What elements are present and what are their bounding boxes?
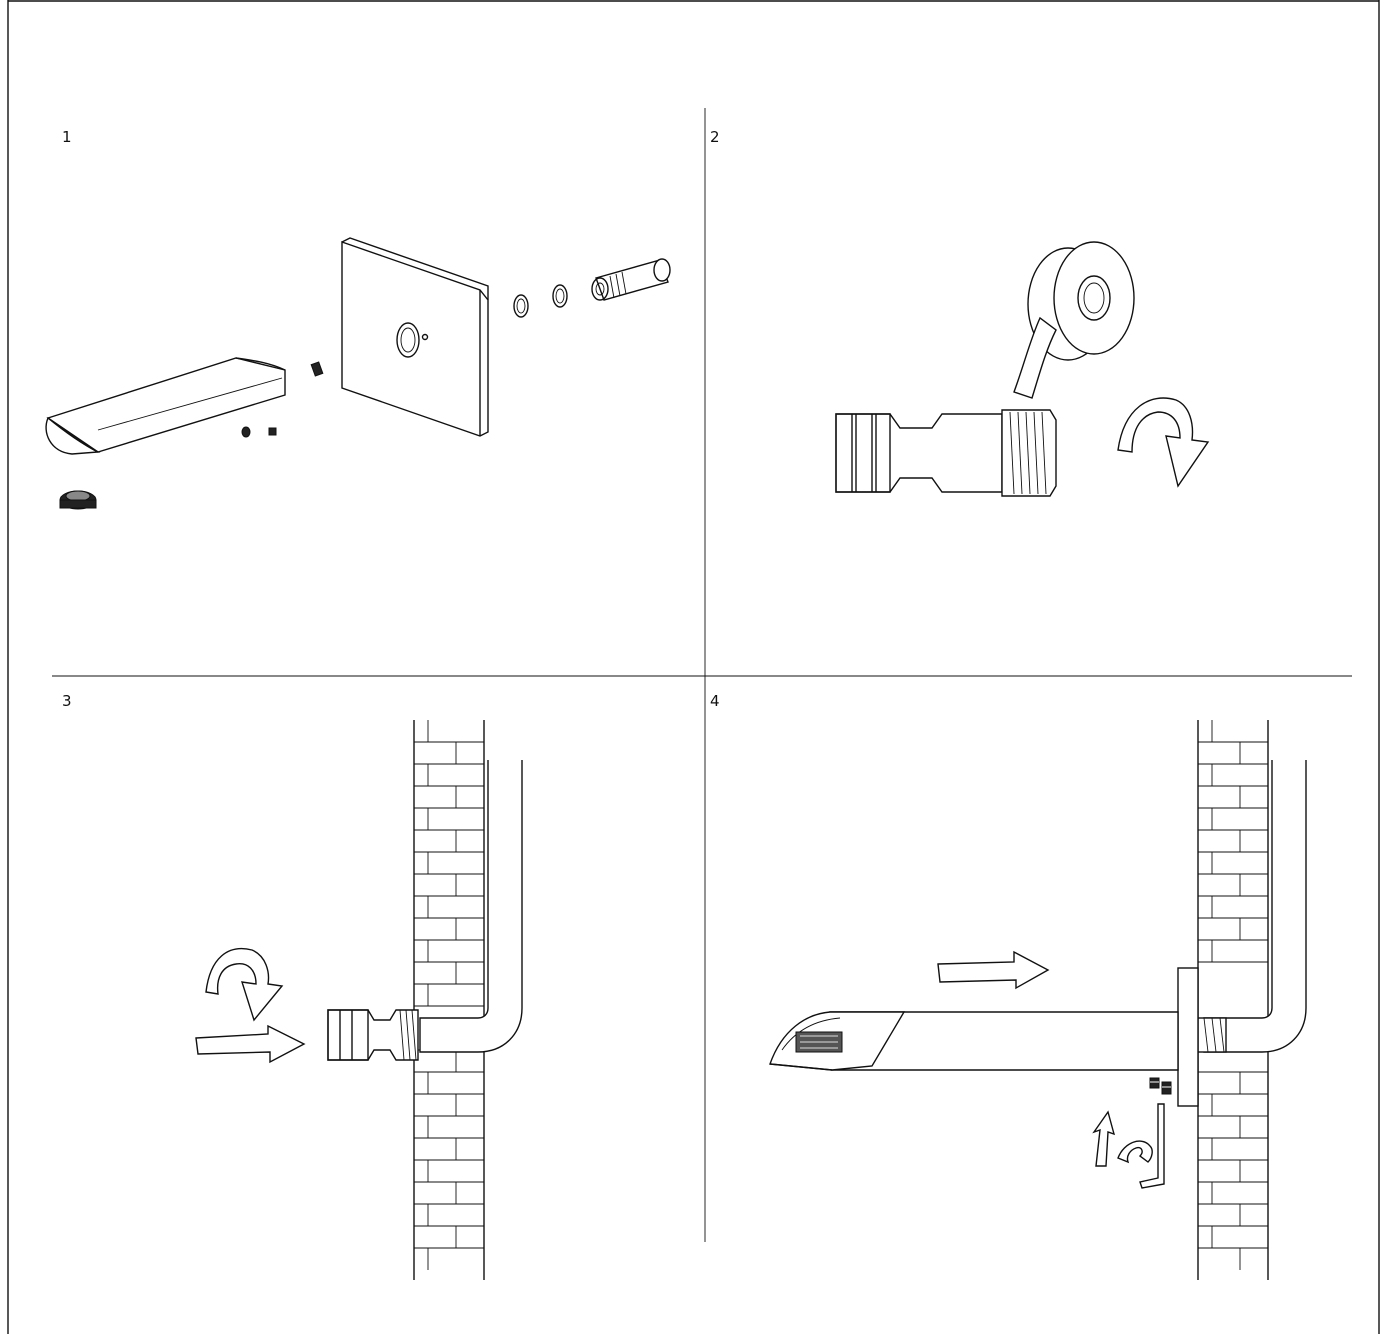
grub-screw (310, 361, 324, 377)
supply-pipe (419, 760, 523, 1053)
rotate-arrow (1117, 1140, 1153, 1164)
rotate-arrow (205, 948, 284, 1022)
brick-wall (1197, 720, 1269, 1280)
threaded-adapter (591, 258, 671, 301)
grub-screw (241, 426, 251, 438)
step-1-exploded-view (45, 237, 671, 510)
tighten-arrow (1092, 1110, 1116, 1167)
step-4-fit-spout (769, 720, 1307, 1280)
adapter (327, 1009, 419, 1061)
o-ring (552, 284, 568, 308)
spout (769, 1011, 1179, 1071)
step-2-tape-wrap (835, 241, 1210, 497)
aerator (59, 490, 97, 510)
wall-plate (341, 237, 489, 437)
step-4-number: 4 (710, 692, 720, 710)
grub-screws (1149, 1077, 1172, 1095)
push-arrow (937, 950, 1050, 990)
wall-plate (1177, 967, 1199, 1107)
o-ring (513, 294, 529, 318)
frame (7, 0, 1380, 1334)
step-3-number: 3 (62, 692, 72, 710)
grub-screw (268, 427, 277, 436)
rotate-arrow (1117, 397, 1210, 488)
supply-pipe (1203, 760, 1307, 1053)
brick-wall (413, 720, 485, 1280)
allen-key (1139, 1103, 1165, 1189)
ptfe-tape-roll (1013, 241, 1135, 399)
step-2-number: 2 (710, 128, 720, 146)
push-arrow (195, 1024, 306, 1064)
threaded-adapter-side (835, 409, 1057, 497)
step-1-number: 1 (62, 128, 72, 146)
step-3-install-adapter (195, 720, 523, 1280)
spout (45, 357, 286, 455)
